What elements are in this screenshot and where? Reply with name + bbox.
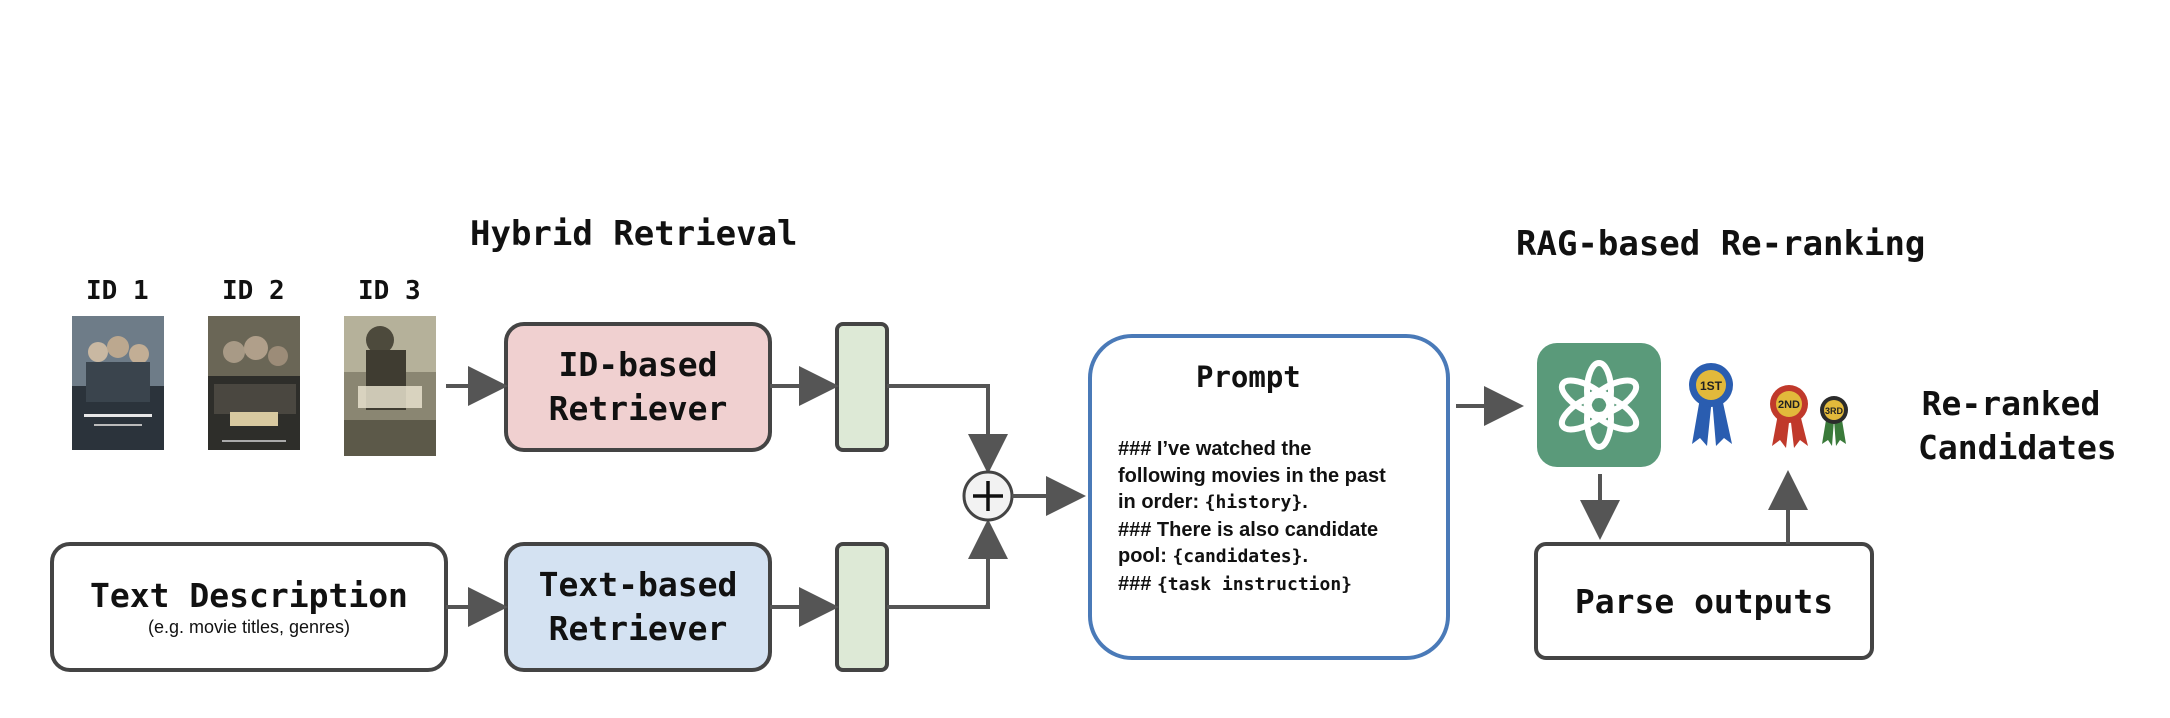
reranked-line2: Candidates	[1918, 428, 2117, 467]
reranked-candidates-label: Re-ranked Candidates	[1918, 382, 2117, 470]
prompt-line-4: ### There is also candidate	[1118, 518, 1379, 541]
medal-2nd-icon: 2ND	[1770, 385, 1808, 448]
prompt-candidates-placeholder: {candidates}	[1172, 546, 1303, 567]
hybrid-retrieval-title: Hybrid Retrieval	[470, 214, 798, 254]
medal-3rd-label: 3RD	[1825, 406, 1844, 416]
reranked-line1: Re-ranked	[1921, 384, 2101, 423]
text-description-title: Text Description	[90, 576, 408, 615]
rag-reranking-title: RAG-based Re-ranking	[1516, 224, 1926, 264]
id-retriever-line2: Retriever	[548, 389, 728, 428]
medal-1st-icon: 1ST	[1689, 363, 1733, 446]
arrow-id-embedding-to-combine	[887, 384, 1008, 474]
poster-3-id: ID 3	[358, 276, 421, 306]
prompt-body: ### I’ve watched the following movies in…	[1118, 436, 1438, 598]
medal-1st-label: 1ST	[1700, 379, 1723, 393]
text-retriever-label: Text-based Retriever	[506, 544, 770, 670]
prompt-line-3: in order: {history}.	[1118, 489, 1438, 517]
arrow-text-embedding-to-combine	[887, 519, 1008, 609]
prompt-line-5: pool: {candidates}.	[1118, 543, 1438, 571]
poster-2-id: ID 2	[222, 276, 285, 306]
poster-1-id: ID 1	[86, 276, 149, 306]
prompt-line-5-text: pool:	[1118, 545, 1173, 567]
text-retriever-line2: Retriever	[548, 609, 728, 648]
prompt-box	[1088, 334, 1450, 660]
id-retriever-label: ID-based Retriever	[506, 324, 770, 450]
id-retriever-line1: ID-based	[558, 345, 718, 384]
text-description-subtitle: (e.g. movie titles, genres)	[147, 617, 351, 637]
prompt-line-1: ### I’ve watched the	[1118, 438, 1312, 460]
parse-outputs-label: Parse outputs	[1574, 581, 1834, 621]
combine-icon	[962, 470, 1014, 522]
poster-2	[208, 316, 300, 450]
prompt-line-6-text: ###	[1118, 572, 1157, 595]
prompt-line-3-end: .	[1302, 491, 1308, 513]
medal-3rd-icon: 3RD	[1820, 396, 1848, 446]
medal-2nd-label: 2ND	[1778, 399, 1800, 411]
parse-outputs-box	[1534, 542, 1874, 660]
prompt-line-5-end: .	[1302, 545, 1309, 567]
prompt-line-6: ### {task instruction}	[1118, 571, 1438, 599]
prompt-line-3-text: in order:	[1118, 491, 1205, 513]
prompt-history-placeholder: {history}	[1204, 492, 1303, 513]
text-retriever-line1: Text-based	[538, 565, 738, 604]
poster-3	[344, 316, 436, 456]
prompt-task-placeholder: {task instruction}	[1156, 573, 1353, 595]
openai-logo-icon	[1537, 343, 1661, 467]
id-embedding-box	[835, 322, 889, 452]
prompt-line-2: following movies in the past	[1118, 464, 1386, 487]
text-description-label: Text Description (e.g. movie titles, gen…	[52, 544, 446, 670]
prompt-title: Prompt	[1196, 360, 1301, 394]
poster-1	[72, 316, 164, 450]
text-embedding-box	[835, 542, 889, 672]
